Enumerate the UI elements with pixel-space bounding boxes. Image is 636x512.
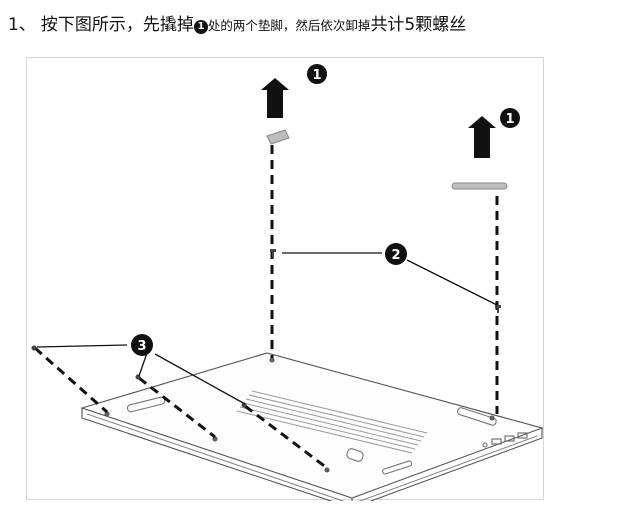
svg-text:2: 2 xyxy=(391,248,400,263)
svg-text:3: 3 xyxy=(137,339,146,354)
callout-2: 2 xyxy=(385,243,407,265)
callout-1-badge: 1 xyxy=(193,20,208,34)
disassembly-illustration: 1 1 2 3 xyxy=(26,57,544,501)
arrows xyxy=(261,78,496,158)
laptop-bottom-diagram: 1 1 2 3 xyxy=(31,64,544,501)
instruction-part-2: 处的两个垫脚，然后依次卸掉 xyxy=(207,18,371,33)
callout-1-b: 1 xyxy=(500,108,520,128)
callout-3: 3 xyxy=(131,334,153,356)
instruction-part-1: 按下图所示，先撬掉 xyxy=(40,15,194,35)
leader-lines xyxy=(36,252,498,405)
svg-text:1: 1 xyxy=(505,112,514,127)
arrow-up-icon xyxy=(468,116,496,158)
laptop-base xyxy=(80,352,544,501)
svg-text:1: 1 xyxy=(312,68,321,83)
instruction-part-3: 共计5颗螺丝 xyxy=(370,15,467,35)
callout-1-a: 1 xyxy=(307,64,327,84)
rubber-foot-strip xyxy=(451,182,508,190)
rubber-foot-small xyxy=(266,129,290,145)
step-number: 1、 xyxy=(8,15,36,35)
screws xyxy=(31,249,501,408)
callouts: 1 1 2 3 xyxy=(131,64,520,356)
arrow-up-icon xyxy=(261,78,289,118)
